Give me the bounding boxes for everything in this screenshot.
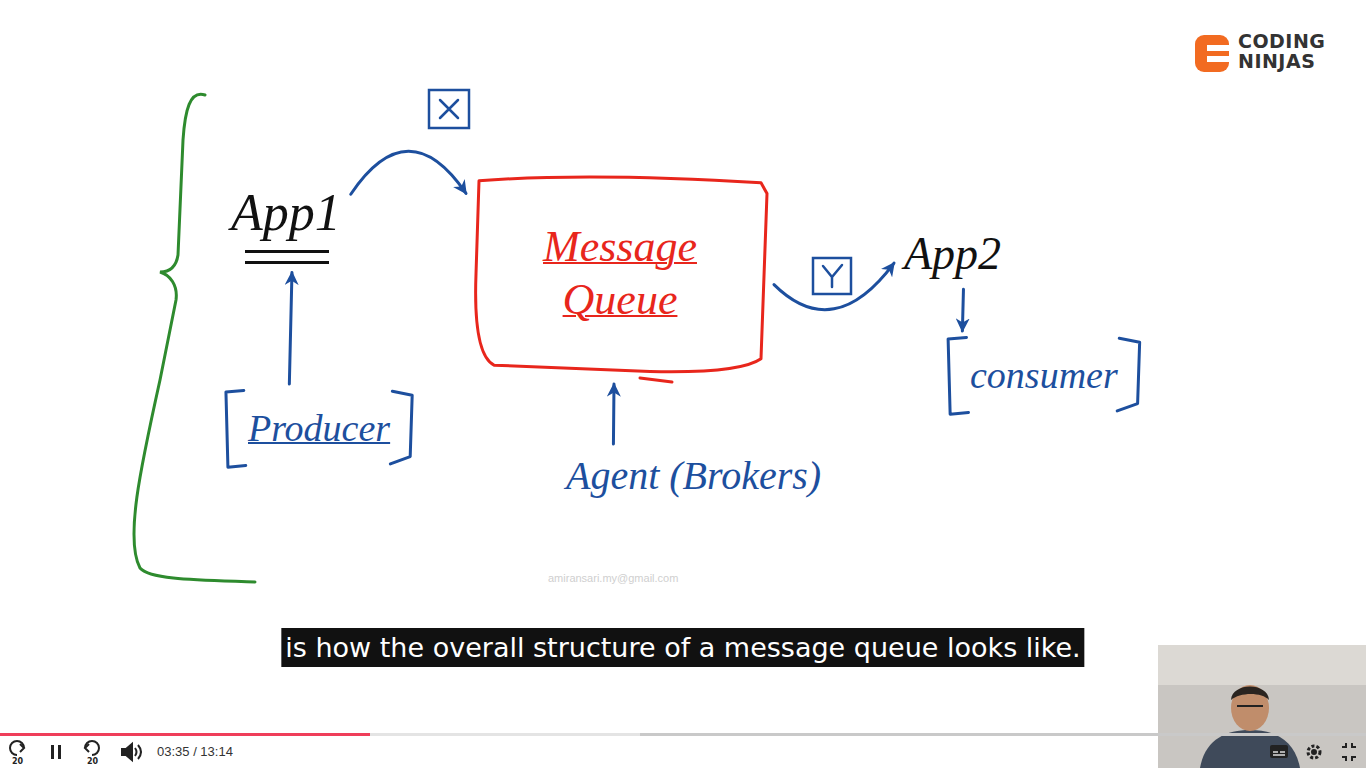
app-text: App2 <box>898 222 1007 285</box>
video-time: 03:35 / 13:14 <box>157 744 233 759</box>
pause-icon <box>58 745 61 759</box>
double-underline <box>245 261 329 264</box>
brand-logo: CODING NINJAS <box>1238 32 1338 72</box>
agent-text: Agent (Brokers) <box>560 448 827 504</box>
captions-icon <box>1273 752 1285 755</box>
message-box <box>429 90 469 128</box>
flow-arrow <box>774 263 894 310</box>
presenter-glasses <box>1237 705 1263 707</box>
volume-icon <box>122 744 132 760</box>
box-tail <box>640 378 672 382</box>
producer-bracket: Producer <box>220 388 418 470</box>
outline-path <box>226 390 412 467</box>
captions-icon <box>1270 745 1288 758</box>
outline-path <box>476 177 767 372</box>
node-label: Producer <box>248 406 390 452</box>
app-text: App1 <box>225 178 347 268</box>
volume-icon <box>135 745 141 759</box>
player-controls <box>10 741 1356 761</box>
double-underline <box>245 250 329 253</box>
node-label: App1 <box>231 182 341 244</box>
skip-seconds: 20 <box>12 757 23 766</box>
forward-icon <box>85 744 89 752</box>
presenter-face <box>1231 685 1269 731</box>
rewind-icon <box>20 744 24 752</box>
progress-bar <box>0 733 1366 736</box>
logo-icon <box>1195 35 1229 72</box>
queue-outline <box>470 168 770 380</box>
queue-box: Message Queue <box>470 168 770 380</box>
flow-arrow <box>612 384 616 444</box>
message-icon <box>813 258 851 294</box>
progress-track <box>0 733 1366 736</box>
skip-seconds: 20 <box>87 757 98 766</box>
node-label: consumer <box>970 353 1118 399</box>
curly-brace <box>134 94 255 582</box>
flow-arrow <box>351 151 466 194</box>
outline-path <box>948 337 1140 414</box>
watermark: amiransari.my@gmail.com <box>548 572 678 584</box>
logo-cut <box>1207 45 1229 51</box>
progress-buffer <box>370 733 640 736</box>
logo-mark <box>1195 35 1229 72</box>
message-mark <box>823 265 842 287</box>
node-label: App2 <box>904 226 1001 281</box>
presenter-webcam <box>1158 645 1366 768</box>
message-icon <box>429 90 469 128</box>
logo-cut <box>1207 56 1229 62</box>
progress-played <box>0 733 370 736</box>
consumer-bracket: consumer <box>942 335 1146 417</box>
message-mark <box>440 100 458 118</box>
settings-icon <box>1308 746 1320 758</box>
flow-arrow <box>962 289 963 331</box>
rewind-icon <box>10 741 24 755</box>
settings-icon <box>1312 750 1316 754</box>
node-label: Message Queue <box>490 221 750 327</box>
message-box <box>813 258 851 294</box>
forward-icon <box>85 741 99 755</box>
fullscreen-exit-icon <box>1342 743 1356 761</box>
presenter-hair <box>1231 687 1269 701</box>
webcam-background <box>1158 645 1366 768</box>
webcam-wall <box>1158 645 1366 685</box>
pause-icon <box>51 745 54 759</box>
node-label: Agent (Brokers) <box>566 452 821 500</box>
subtitle: is how the overall structure of a messag… <box>281 628 1084 667</box>
flow-arrow <box>289 272 292 384</box>
